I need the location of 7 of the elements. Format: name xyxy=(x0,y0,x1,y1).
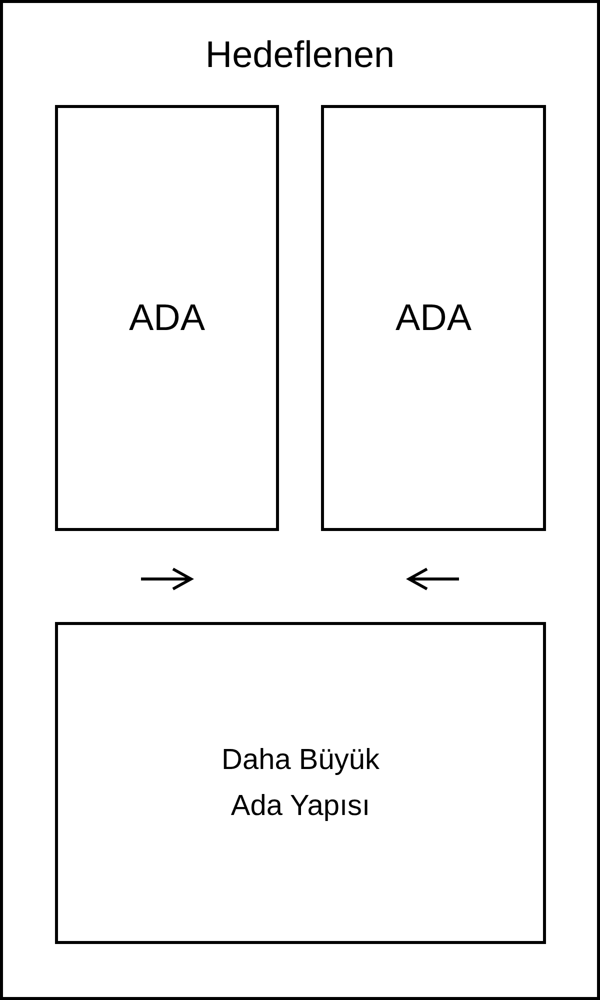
text-box xyxy=(321,105,546,531)
text-box xyxy=(55,105,279,531)
heading: Hedeflenen xyxy=(205,33,395,77)
box-label: Daha Büyük Ada Yapısı xyxy=(220,743,380,824)
box-label: ADA xyxy=(128,296,206,340)
box-label: ADA xyxy=(395,296,472,340)
text-box xyxy=(55,622,546,944)
